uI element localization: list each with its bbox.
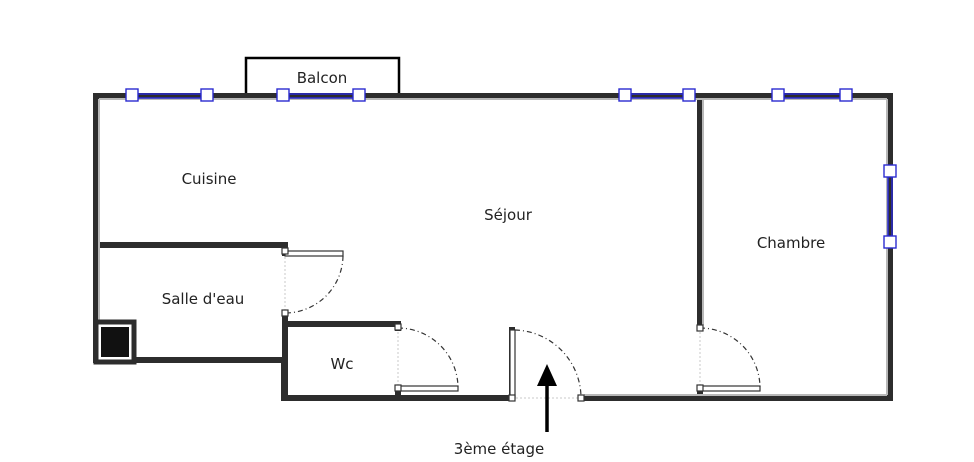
doors [281, 247, 761, 402]
windows [125, 88, 897, 249]
window-bedroom-side [883, 164, 897, 249]
window-node [839, 88, 853, 102]
duct-fill [101, 327, 129, 357]
duct [93, 319, 137, 365]
window-node [771, 88, 785, 102]
entrance-arrow-icon [537, 364, 557, 432]
door-leaf [284, 250, 344, 257]
entrance-label: 3ème étage [454, 440, 544, 458]
window-kitchen [125, 88, 214, 102]
window-node [276, 88, 290, 102]
door-swing [699, 327, 761, 389]
door-swing [514, 329, 582, 399]
window-node [352, 88, 366, 102]
window-node [883, 235, 897, 249]
door-wc [394, 323, 459, 392]
window-node [618, 88, 632, 102]
door-entrance [508, 329, 585, 402]
door-swing [284, 255, 344, 314]
window-bedroom-top [771, 88, 853, 102]
room-label-chambre: Chambre [757, 234, 825, 252]
room-label-cuisine: Cuisine [182, 170, 237, 188]
window-node [682, 88, 696, 102]
door-bedroom [696, 324, 761, 392]
room-label-sejour: Séjour [484, 206, 533, 224]
window-node [883, 164, 897, 178]
room-label-wc: Wc [330, 355, 353, 373]
door-leaf [397, 385, 459, 392]
room-label-salle-eau: Salle d'eau [162, 290, 245, 308]
door-bathroom [281, 247, 344, 317]
door-swing [397, 327, 459, 389]
window-node [200, 88, 214, 102]
window-node [125, 88, 139, 102]
balcony [244, 56, 401, 96]
window-balcony [276, 88, 366, 102]
balcony-outline [244, 56, 401, 96]
walls [93, 93, 893, 401]
window-living [618, 88, 696, 102]
door-leaf [699, 385, 761, 392]
door-leaf [509, 329, 516, 399]
room-label-balcon: Balcon [297, 69, 348, 87]
